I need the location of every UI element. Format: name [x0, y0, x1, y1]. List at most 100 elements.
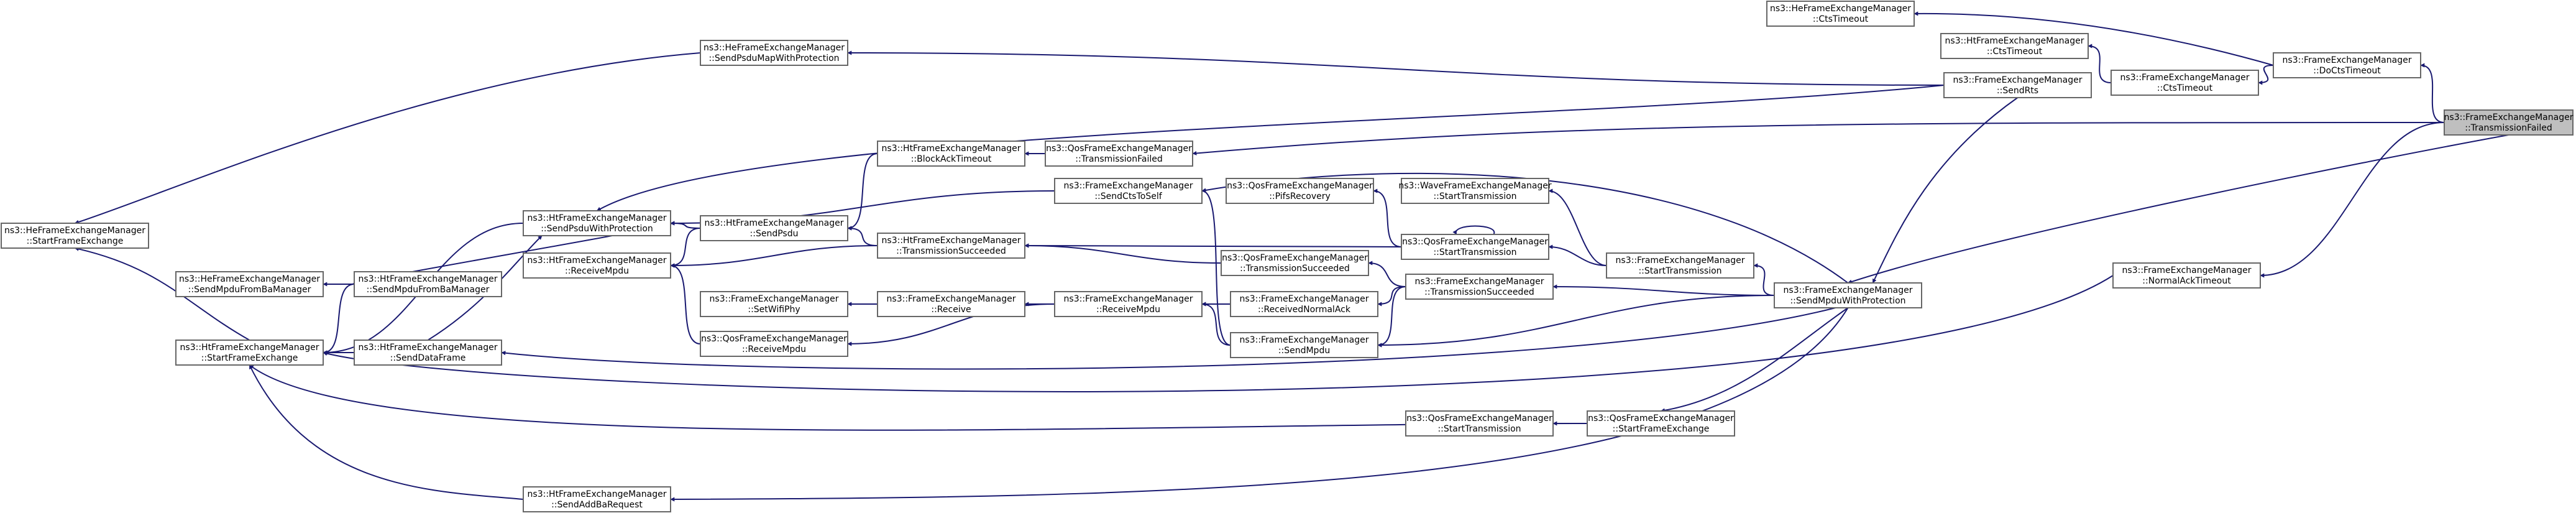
node-class-label: ns3::HtFrameExchangeManager [1945, 36, 2084, 46]
call-edge [670, 307, 1849, 502]
function-node[interactable]: ns3::HtFrameExchangeManager::SendPsdu [700, 215, 848, 241]
node-class-label: ns3::QosFrameExchangeManager [1588, 414, 1734, 423]
node-method-label: ::CtsTimeout [2157, 83, 2213, 93]
node-method-label: ::TransmissionSucceeded [896, 246, 1006, 256]
node-method-label: ::ReceiveMpdu [742, 344, 806, 354]
node-box [1587, 410, 1735, 437]
node-box [1226, 178, 1374, 204]
node-class-label: ns3::FrameExchangeManager [887, 294, 1016, 304]
function-node[interactable]: ns3::FrameExchangeManager::TransmissionS… [1405, 274, 1554, 300]
function-node[interactable]: ns3::HtFrameExchangeManager::CtsTimeout [1940, 33, 2089, 59]
function-node[interactable]: ns3::QosFrameExchangeManager::StartTrans… [1405, 410, 1554, 437]
node-method-label: ::StartTransmission [1433, 192, 1516, 201]
function-node[interactable]: ns3::FrameExchangeManager::SendMpdu [1230, 332, 1378, 358]
function-node[interactable]: ns3::HtFrameExchangeManager::ReceiveMpdu [523, 252, 671, 279]
node-class-label: ns3::WaveFrameExchangeManager [1398, 181, 1552, 191]
node-method-label: ::CtsTimeout [1813, 14, 1869, 24]
function-node[interactable]: ns3::FrameExchangeManager::CtsTimeout [2111, 70, 2259, 96]
call-edge [74, 52, 701, 224]
node-method-label: ::StartTransmission [1437, 424, 1521, 434]
function-node[interactable]: ns3::HeFrameExchangeManager::SendMpduFro… [175, 271, 324, 297]
function-node[interactable]: ns3::QosFrameExchangeManager::Transmissi… [1221, 250, 1369, 276]
node-class-label: ns3::HtFrameExchangeManager [882, 144, 1021, 154]
function-node[interactable]: ns3::FrameExchangeManager::SendMpduWithP… [1774, 282, 1922, 308]
call-edge [249, 364, 524, 500]
function-node[interactable]: ns3::FrameExchangeManager::Receive [877, 291, 1025, 317]
function-node[interactable]: ns3::FrameExchangeManager::DoCtsTimeout [2273, 52, 2421, 78]
node-method-label: ::NormalAckTimeout [2142, 276, 2231, 286]
call-edge [1192, 122, 2445, 155]
call-edge [1847, 134, 2509, 284]
function-node[interactable]: ns3::QosFrameExchangeManager::StartTrans… [1401, 234, 1549, 260]
node-box [1774, 282, 1922, 308]
node-method-label: ::StartFrameExchange [27, 236, 124, 246]
node-method-label: ::SendPsduMapWithProtection [708, 53, 839, 63]
function-node[interactable]: ns3::HtFrameExchangeManager::BlockAckTim… [877, 141, 1025, 167]
node-method-label: ::ReceivedNormalAck [1258, 305, 1351, 315]
function-node[interactable]: ns3::FrameExchangeManager::ReceiveMpdu [1054, 291, 1203, 317]
node-box [700, 291, 848, 317]
function-node[interactable]: ns3::QosFrameExchangeManager::Transmissi… [1045, 141, 1193, 167]
function-node[interactable]: ns3::HeFrameExchangeManager::SendPsduMap… [700, 40, 848, 66]
function-node[interactable]: ns3::HeFrameExchangeManager::StartFrameE… [1, 223, 149, 249]
call-edge [1373, 188, 1402, 247]
node-method-label: ::SendMpdu [1278, 346, 1330, 356]
node-box [523, 210, 671, 236]
node-method-label: ::SetWifiPhy [748, 305, 800, 315]
function-node[interactable]: ns3::FrameExchangeManager::NormalAckTime… [2112, 262, 2261, 289]
function-node[interactable]: ns3::HtFrameExchangeManager::SendDataFra… [354, 340, 502, 366]
function-node[interactable]: ns3::HtFrameExchangeManager::SendPsduWit… [523, 210, 671, 236]
node-box [523, 486, 671, 512]
node-box [523, 252, 671, 279]
node-class-label: ns3::FrameExchangeManager [1064, 294, 1193, 304]
node-method-label: ::StartFrameExchange [201, 353, 298, 363]
function-node[interactable]: ns3::QosFrameExchangeManager::StartFrame… [1587, 410, 1735, 437]
node-method-label: ::SendMpduFromBaManager [188, 285, 311, 295]
function-node[interactable]: ns3::HtFrameExchangeManager::SendAddBaRe… [523, 486, 671, 512]
node-box [2273, 52, 2421, 78]
call-edge [596, 85, 1945, 211]
function-node[interactable]: ns3::FrameExchangeManager::ReceivedNorma… [1230, 291, 1378, 317]
function-node[interactable]: ns3::HtFrameExchangeManager::Transmissio… [877, 233, 1025, 259]
node-box [1401, 234, 1549, 260]
function-node[interactable]: ns3::HtFrameExchangeManager::SendMpduFro… [354, 271, 502, 297]
node-method-label: ::SendPsdu [750, 229, 799, 239]
function-node[interactable]: ns3::QosFrameExchangeManager::PifsRecove… [1226, 178, 1374, 204]
node-class-label: ns3::FrameExchangeManager [1415, 277, 1544, 287]
call-edge [1660, 307, 1849, 413]
function-node[interactable]: ns3::FrameExchangeManager::SetWifiPhy [700, 291, 848, 317]
node-class-label: ns3::QosFrameExchangeManager [701, 334, 847, 344]
node-box [1606, 252, 1754, 279]
function-node[interactable]: ns3::FrameExchangeManager::StartTransmis… [1606, 252, 1754, 279]
node-box [2112, 262, 2261, 289]
function-node[interactable]: ns3::FrameExchangeManager::TransmissionF… [2444, 109, 2574, 136]
call-edge [1452, 225, 1495, 235]
call-edge [670, 245, 878, 268]
highlighted-node-box [2444, 109, 2574, 136]
node-class-label: ns3::HtFrameExchangeManager [528, 213, 667, 223]
call-edge [1914, 11, 2274, 66]
call-edge [670, 228, 701, 268]
call-edge [670, 263, 701, 344]
node-box [700, 40, 848, 66]
call-edge [1024, 243, 1222, 264]
function-node[interactable]: ns3::FrameExchangeManager::SendCtsToSelf [1054, 178, 1203, 204]
call-edge [74, 246, 250, 341]
function-node[interactable]: ns3::HtFrameExchangeManager::StartFrameE… [175, 340, 324, 366]
node-class-label: ns3::QosFrameExchangeManager [1046, 144, 1192, 154]
function-node[interactable]: ns3::FrameExchangeManager::SendRts [1943, 72, 2092, 98]
call-edge [1548, 244, 1607, 266]
node-class-label: ns3::FrameExchangeManager [2120, 73, 2250, 83]
node-class-label: ns3::HeFrameExchangeManager [704, 43, 845, 53]
node-method-label: ::CtsTimeout [1987, 47, 2043, 57]
call-edge [2258, 65, 2274, 85]
function-node[interactable]: ns3::WaveFrameExchangeManager::StartTran… [1398, 178, 1552, 204]
node-method-label: ::StartFrameExchange [1613, 424, 1710, 434]
function-node[interactable]: ns3::HeFrameExchangeManager::CtsTimeout [1766, 1, 1915, 27]
node-box [1405, 274, 1554, 300]
call-edge [323, 275, 2114, 392]
call-edge [1753, 263, 1775, 296]
function-node[interactable]: ns3::QosFrameExchangeManager::ReceiveMpd… [700, 331, 848, 357]
node-method-label: ::ReceiveMpdu [565, 266, 629, 276]
node-method-label: ::TransmissionSucceeded [1424, 287, 1534, 297]
